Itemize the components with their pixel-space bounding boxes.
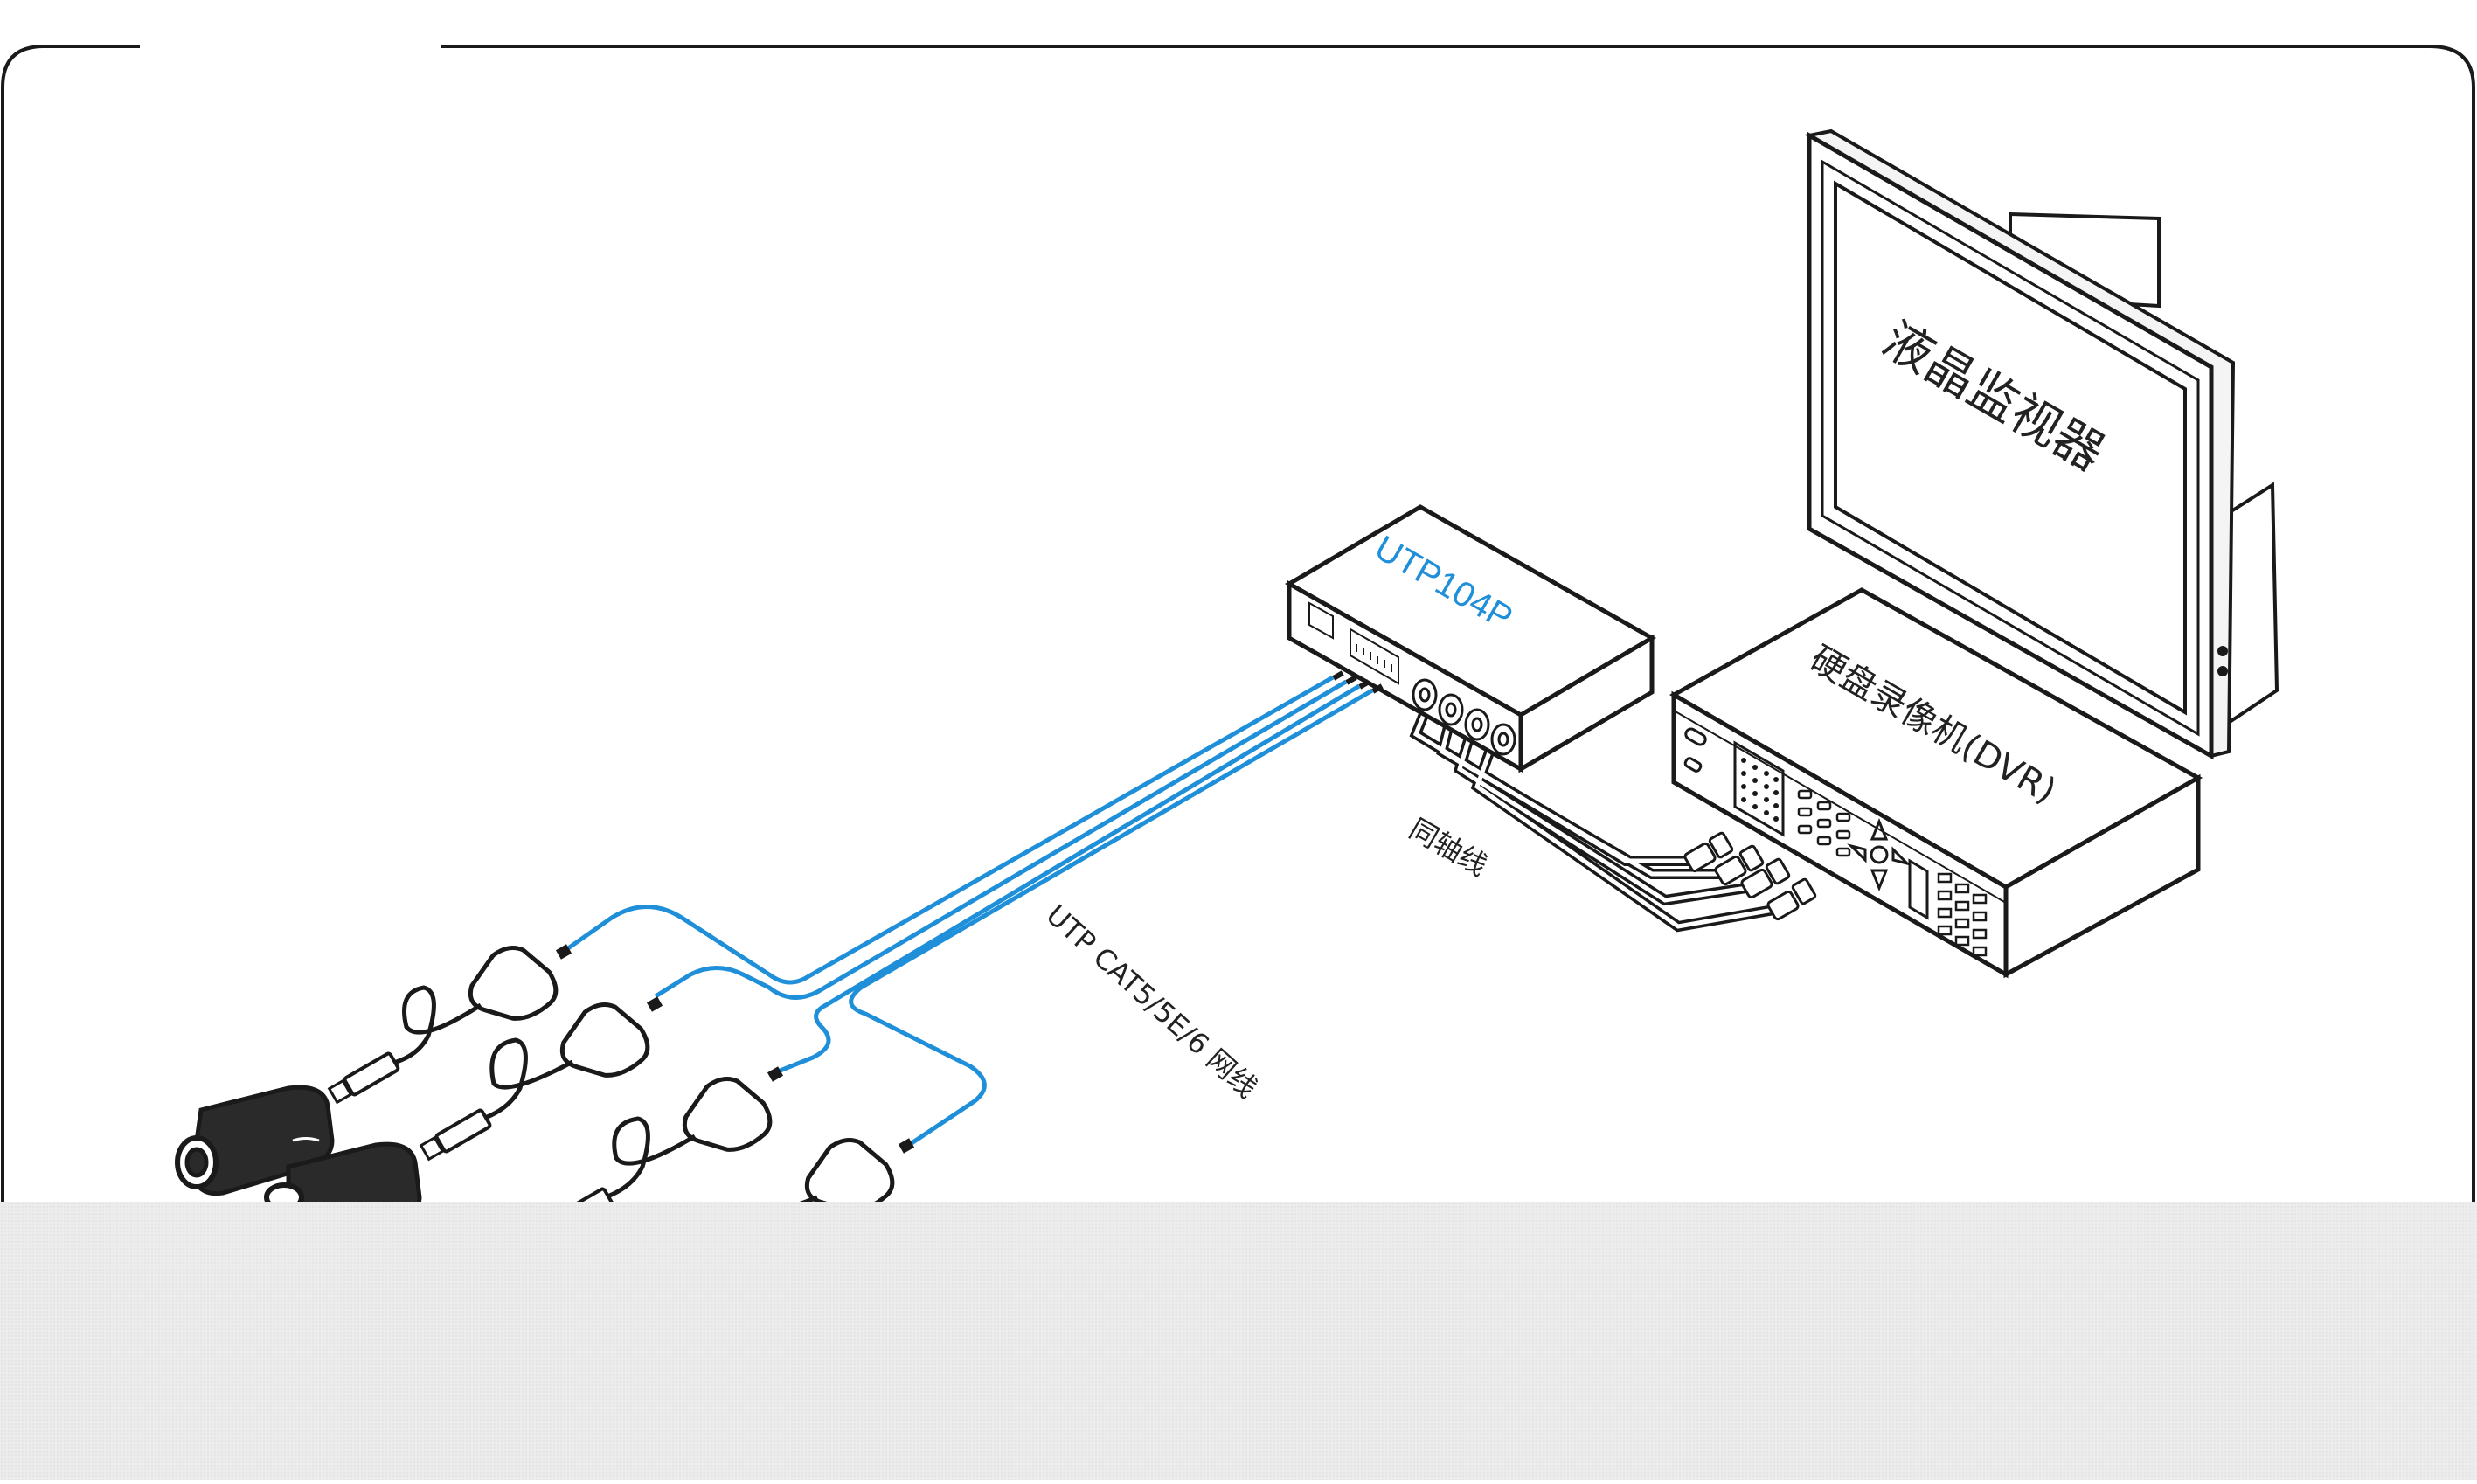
cable-ends	[1332, 670, 1384, 694]
utp-cables	[566, 675, 1374, 1148]
utp-transceiver-hub-icon: UTP104P	[1284, 504, 1657, 773]
bnc-connector-icon	[1683, 831, 1817, 921]
dvr-recorder-icon: 硬盘录像机(DVR)	[1669, 587, 2203, 979]
utp-cable-label: UTP CAT5/5E/6 网线	[1040, 898, 1264, 1105]
footer-band	[0, 1202, 2477, 1480]
cctv-camera-icon	[175, 1085, 422, 1212]
coax-label: 同轴线	[1404, 812, 1493, 883]
lcd-monitor-icon: 液晶监视器	[1804, 128, 2279, 760]
frame-border	[1, 45, 2475, 1202]
power-adapter-icon	[468, 946, 895, 1213]
